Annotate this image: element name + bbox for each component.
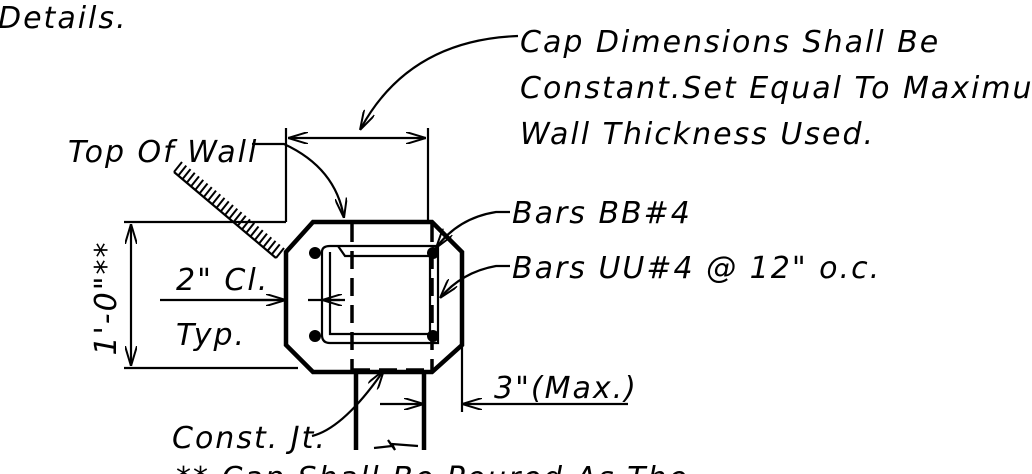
slope-hatching — [173, 161, 285, 259]
hatch-stroke — [275, 247, 285, 259]
wall-break-line — [373, 439, 419, 451]
bar-uu-stirrup-outer — [320, 244, 440, 345]
hatch-stroke — [258, 233, 268, 245]
details-label: Details. — [0, 1, 128, 36]
bars-bb-leader — [436, 210, 510, 248]
hatch-stroke — [207, 190, 217, 202]
footnote-label: ** Cap Shall Be Poured As The — [176, 461, 689, 474]
hatch-stroke — [219, 200, 230, 213]
hatch-stroke — [215, 197, 226, 209]
hatch-stroke — [245, 222, 256, 234]
cap-note-line-2: Constant.Set Equal To Maximum — [520, 71, 1032, 106]
cap-note-line-3: Wall Thickness Used. — [520, 117, 875, 152]
bars-uu-label: Bars UU#4 @ 12" o.c. — [512, 251, 881, 286]
max-dimension-label: 3"(Max.) — [494, 371, 638, 406]
const-jt-label: Const. Jt. — [172, 421, 327, 456]
hatch-stroke — [241, 218, 251, 230]
cap-note-leader — [360, 34, 519, 130]
hatch-stroke — [228, 207, 239, 220]
hatch-stroke — [249, 225, 260, 238]
bar-uu-stirrup-inner — [328, 245, 432, 336]
hatch-stroke — [270, 243, 281, 256]
cap-note-line-1: Cap Dimensions Shall Be — [520, 25, 940, 60]
top-of-wall-leader — [252, 142, 344, 218]
bar-bb-bottom-left — [309, 330, 321, 342]
cap-outline — [283, 219, 465, 375]
hatch-stroke — [185, 172, 196, 184]
bars-bb-label: Bars BB#4 — [512, 196, 692, 231]
hatch-stroke — [232, 211, 243, 223]
hatch-stroke — [177, 164, 188, 177]
typ-label: Typ. — [176, 318, 246, 353]
hatch-stroke — [198, 182, 209, 195]
hatch-stroke — [211, 193, 222, 205]
hatch-stroke — [202, 186, 213, 198]
hatch-stroke — [181, 168, 192, 180]
hatch-stroke — [266, 240, 277, 252]
hatch-stroke — [224, 204, 234, 216]
height-dimension-label: 1'-0"** — [89, 240, 124, 355]
const-jt-leader — [311, 370, 384, 438]
bar-bb-bottom-right — [427, 330, 439, 342]
clearance-label: 2" Cl. — [176, 263, 269, 298]
hatch-stroke — [236, 215, 247, 227]
hatch-stroke — [253, 229, 264, 241]
hatch-stroke — [262, 236, 273, 248]
hatch-stroke — [173, 161, 183, 173]
hatch-stroke — [194, 179, 205, 191]
bar-bb-top-right — [427, 247, 439, 259]
bar-bb-top-left — [309, 247, 321, 259]
bars-uu-leader — [440, 264, 510, 298]
hatch-stroke — [190, 175, 200, 187]
top-of-wall-label: Top Of Wall — [68, 135, 258, 170]
